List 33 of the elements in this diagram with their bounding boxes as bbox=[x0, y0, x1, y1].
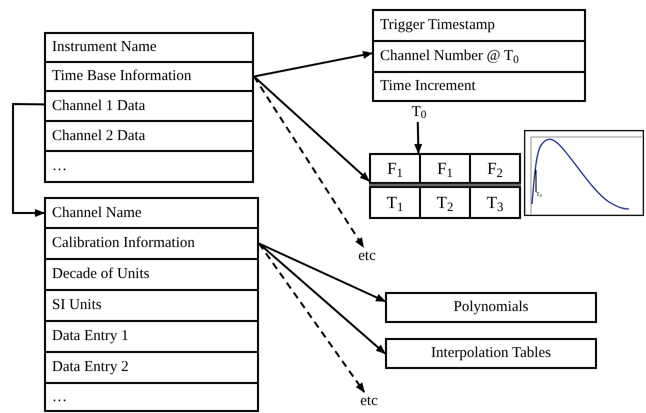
arrow bbox=[254, 51, 373, 78]
table-row: Data Entry 1 bbox=[44, 320, 259, 353]
arrow bbox=[253, 76, 370, 182]
table-row: Time Increment bbox=[372, 71, 586, 102]
table-row: Channel 2 Data bbox=[44, 120, 254, 152]
table-row: Data Entry 2 bbox=[44, 351, 259, 384]
table-row: Trigger Timestamp bbox=[372, 9, 586, 42]
table-row: Decade of Units bbox=[44, 258, 259, 291]
table-row: Instrument Name bbox=[44, 32, 254, 63]
text-label: T$_{0}$ bbox=[407, 102, 431, 122]
table-cell: T$_{1}$ bbox=[369, 186, 421, 219]
table-row: Calibration Information bbox=[44, 227, 259, 260]
table-cell: T$_{2}$ bbox=[419, 186, 471, 219]
table-row: … bbox=[44, 150, 254, 183]
table-row: Channel Number @ T$_{0}$ bbox=[372, 40, 586, 73]
dashed-arrow bbox=[253, 76, 364, 248]
arrow bbox=[12, 102, 45, 217]
table-row: Time Base Information bbox=[44, 61, 254, 92]
table-row: Channel Name bbox=[44, 197, 259, 229]
table-cell: F$_{1}$ bbox=[369, 153, 421, 184]
table-cell: T$_{3}$ bbox=[469, 186, 521, 219]
arrow bbox=[258, 242, 386, 302]
text-label: etc bbox=[357, 392, 381, 410]
table-row: … bbox=[44, 382, 259, 412]
process-box: Polynomials bbox=[385, 292, 597, 323]
table-row: SI Units bbox=[44, 289, 259, 322]
text-label: etc bbox=[355, 247, 379, 265]
table-row: Channel 1 Data bbox=[44, 90, 254, 122]
arrow bbox=[414, 122, 422, 154]
table-cell: F$_{1}$ bbox=[419, 153, 471, 184]
dashed-arrow bbox=[258, 242, 366, 393]
process-box: Interpolation Tables bbox=[385, 338, 597, 369]
table-cell: F$_{2}$ bbox=[469, 153, 521, 184]
